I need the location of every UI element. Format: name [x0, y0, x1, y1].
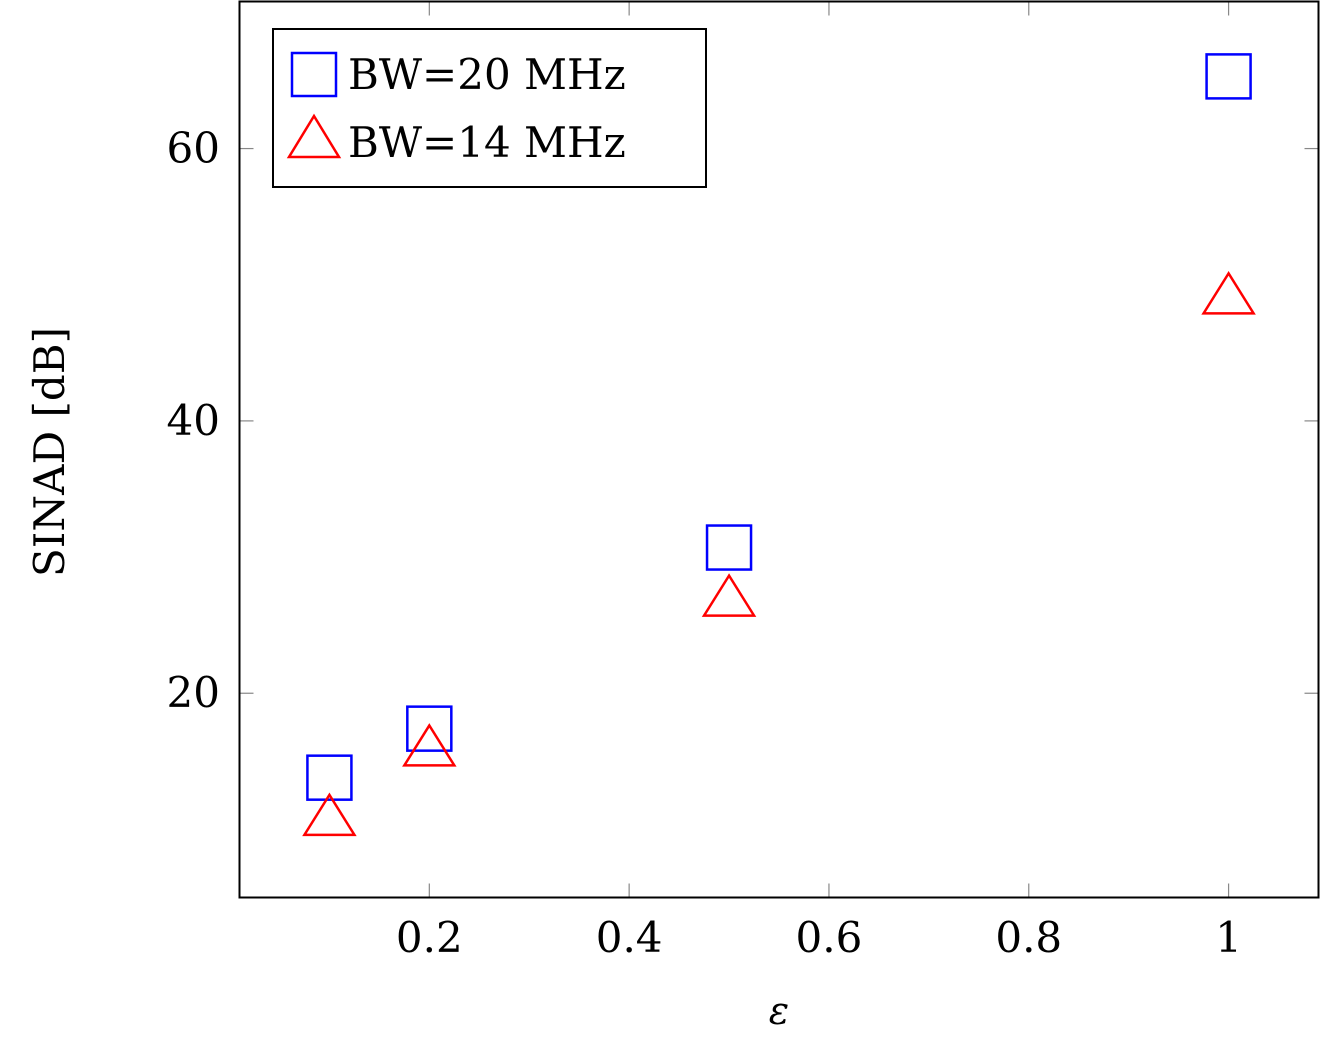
triangle-point [402, 723, 457, 767]
square-point [406, 705, 453, 752]
legend-box [272, 28, 707, 188]
square-point [705, 524, 753, 571]
legend: BW=20 MHz BW=14 MHz [272, 28, 707, 188]
legend-label-bw20: BW=20 MHz [348, 50, 626, 99]
y-tick-label: 40 [167, 396, 220, 445]
triangle-point [701, 573, 757, 617]
y-axis-label: SINAD [dB] [25, 327, 74, 577]
square-point [1205, 53, 1252, 100]
triangle-point [302, 792, 357, 837]
triangle-point [1201, 270, 1256, 315]
x-tick-label: 0.4 [596, 913, 663, 962]
plot-frame [238, 0, 1320, 899]
x-tick-label: 0.6 [796, 913, 863, 962]
x-tick-label: 0.2 [396, 913, 463, 962]
y-tick-label: 60 [167, 124, 220, 173]
legend-square-marker-icon [290, 51, 338, 98]
square-point [306, 754, 353, 801]
legend-triangle-marker-icon [286, 113, 342, 159]
y-tick-label: 20 [167, 668, 220, 717]
legend-label-bw14: BW=14 MHz [348, 118, 626, 167]
x-axis-label: ε [769, 989, 789, 1033]
x-tick-label: 0.8 [995, 913, 1062, 962]
x-tick-label: 1 [1215, 913, 1242, 962]
